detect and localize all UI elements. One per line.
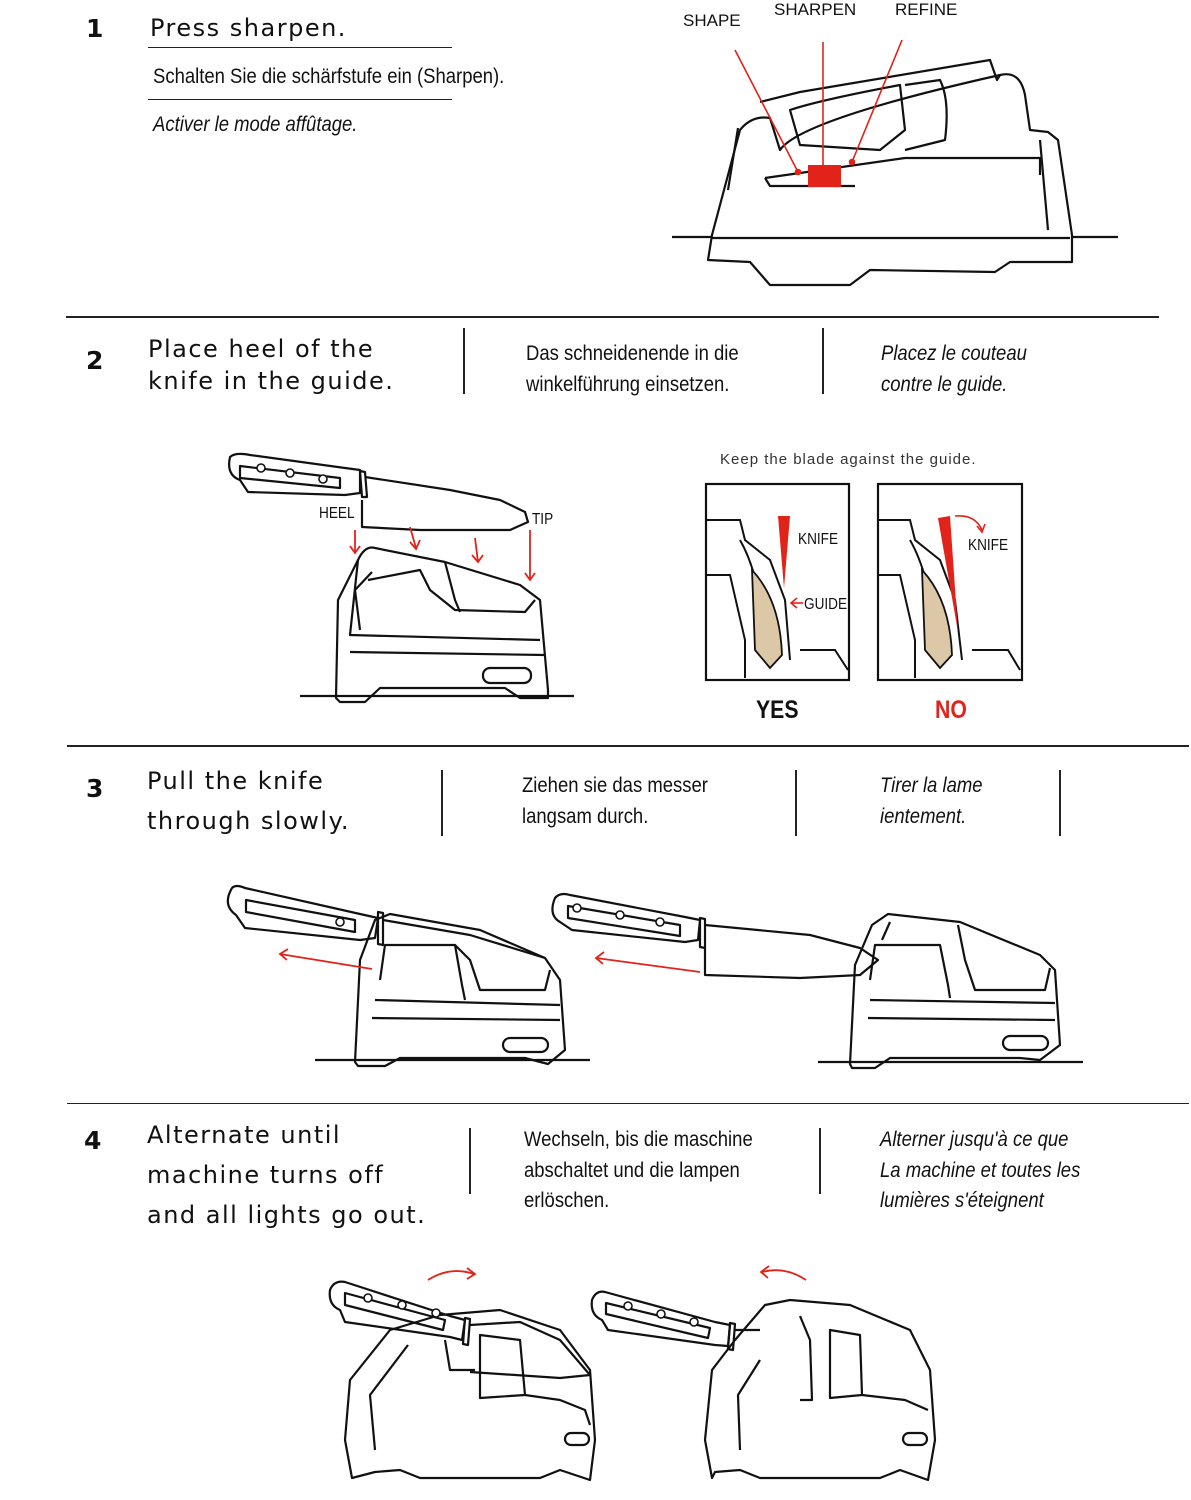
step-4-english-line-2: machine turns off [147, 1161, 385, 1189]
step-2-english-line-2: knife in the guide. [148, 367, 395, 395]
step-4-german-line-3: erlöschen. [524, 1189, 610, 1212]
sharpen-slot-highlight [808, 165, 841, 187]
label-refine: REFINE [895, 0, 958, 19]
step-3-french-line-2: ientement. [880, 805, 967, 828]
divider-2 [67, 745, 1189, 747]
step-3-separator-2 [795, 770, 797, 836]
label-tip: TIP [532, 511, 554, 528]
step-2-german-line-2: winkelführung einsetzen. [526, 373, 730, 396]
divider-1 [66, 316, 1159, 318]
step-3-german-line-1: Ziehen sie das messer [522, 774, 708, 797]
label-shape: SHAPE [683, 11, 741, 30]
step-4-separator-1 [469, 1128, 471, 1194]
no-panel-knife-label: KNIFE [968, 537, 1009, 554]
step-4-french-line-3: lumières s'éteignent [880, 1189, 1044, 1212]
step-2-english-line-1: Place heel of the [148, 335, 375, 363]
step-3-separator-1 [441, 770, 443, 836]
step-3-number: 3 [86, 774, 104, 803]
step-4-number: 4 [84, 1126, 102, 1155]
step-4-german-line-1: Wechseln, bis die maschine [524, 1128, 753, 1151]
step-2-separator-1 [463, 328, 465, 394]
step-2-french-line-1: Placez le couteau [881, 342, 1027, 365]
guide-caption: Keep the blade against the guide. [720, 451, 977, 468]
step-3-english-line-1: Pull the knife [147, 767, 325, 795]
label-heel: HEEL [319, 505, 355, 522]
step-2-separator-2 [822, 328, 824, 394]
step-4-french-line-2: La machine et toutes les [880, 1159, 1081, 1182]
step-4-french-line-1: Alterner jusqu'à ce que [880, 1128, 1069, 1151]
step-3-separator-3 [1059, 770, 1061, 836]
step-2-number: 2 [86, 346, 104, 375]
step-3-french-line-1: Tirer la lame [880, 774, 983, 797]
step-1-underline-1 [148, 47, 452, 48]
yes-panel-knife-label: KNIFE [798, 531, 839, 548]
step-3-german-line-2: langsam durch. [522, 805, 649, 828]
step-1-german-text: Schalten Sie die schärfstufe ein (Sharpe… [153, 65, 505, 88]
step-1-french-text: Activer le mode affûtage. [153, 113, 358, 136]
step-4-english-line-1: Alternate until [147, 1121, 342, 1149]
step-1-number: 1 [86, 14, 104, 43]
no-verdict: NO [935, 696, 967, 724]
step-3-english-line-2: through slowly. [147, 807, 350, 835]
label-sharpen: SHARPEN [774, 0, 857, 19]
step-1-english-text: Press sharpen. [150, 14, 347, 42]
step-4-german-line-2: abschaltet und die lampen [524, 1159, 740, 1182]
divider-3 [67, 1103, 1189, 1104]
step-2-french-line-2: contre le guide. [881, 373, 1008, 396]
yes-verdict: YES [756, 696, 799, 724]
yes-panel-guide-label: GUIDE [804, 596, 848, 613]
step-2-german-line-1: Das schneidenende in die [526, 342, 739, 365]
step-4-english-line-3: and all lights go out. [147, 1201, 427, 1229]
step-1-underline-2 [148, 99, 452, 100]
step-4-separator-2 [819, 1128, 821, 1194]
